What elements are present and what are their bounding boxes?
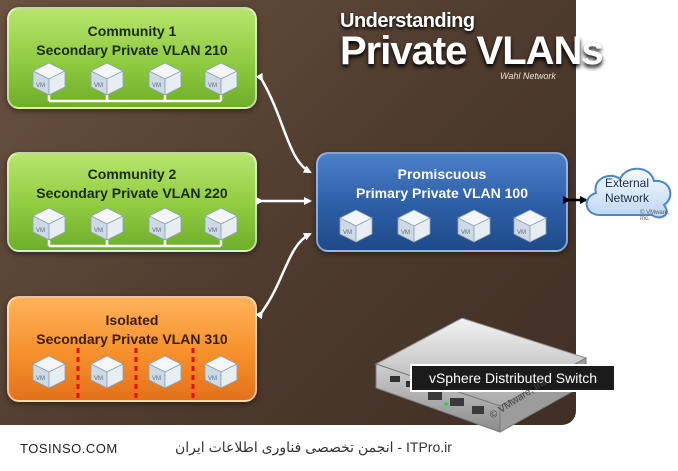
vm-icon: VM bbox=[204, 62, 238, 96]
vm-group-graphic: VM VM VM VM bbox=[32, 207, 238, 248]
vm-icon: VM bbox=[513, 209, 547, 243]
banner-credit: Wahl Network bbox=[500, 71, 556, 81]
external-line2: Network bbox=[604, 191, 649, 205]
vm-icon: VM bbox=[90, 355, 124, 389]
vm-icon: VM bbox=[204, 355, 238, 389]
external-line1: External bbox=[604, 176, 650, 190]
community-1-box: Community 1 Secondary Private VLAN 210 V… bbox=[7, 7, 257, 109]
vm-icon-label: VM bbox=[36, 376, 45, 382]
vm-icon-label: VM bbox=[208, 228, 217, 234]
banner-title-line1: Understanding bbox=[340, 10, 475, 32]
vm-bus-line bbox=[47, 238, 223, 248]
vm-icon: VM bbox=[457, 209, 491, 243]
vm-icon: VM bbox=[397, 209, 431, 243]
vm-icon-label: VM bbox=[343, 230, 352, 236]
vm-icon: VM bbox=[339, 209, 373, 243]
vm-icon-label: VM bbox=[208, 376, 217, 382]
cloud-icon bbox=[585, 167, 672, 219]
vm-icon-label: VM bbox=[94, 376, 103, 382]
vm-icon-label: VM bbox=[152, 376, 161, 382]
promiscuous-subtitle: Primary Private VLAN 100 bbox=[356, 185, 528, 201]
promiscuous-title: Promiscuous bbox=[397, 166, 487, 182]
vm-icon: VM bbox=[148, 355, 182, 389]
vm-group-graphic: VM VM VM VM bbox=[32, 348, 238, 398]
vm-icon-label: VM bbox=[94, 228, 103, 234]
vm-icon-label: VM bbox=[36, 228, 45, 234]
vm-icon: VM bbox=[204, 207, 238, 241]
vm-icon: VM bbox=[90, 62, 124, 96]
vm-icon-label: VM bbox=[208, 83, 217, 89]
community-1-title: Community 1 bbox=[87, 23, 177, 39]
vm-icon-label: VM bbox=[461, 230, 470, 236]
community-2-subtitle: Secondary Private VLAN 220 bbox=[36, 185, 228, 201]
vm-icon-label: VM bbox=[152, 228, 161, 234]
vm-icon: VM bbox=[148, 62, 182, 96]
vm-icon-label: VM bbox=[517, 230, 526, 236]
community-1-subtitle: Secondary Private VLAN 210 bbox=[36, 42, 228, 58]
vm-icon: VM bbox=[148, 207, 182, 241]
isolated-title: Isolated bbox=[105, 312, 159, 328]
isolated-subtitle: Secondary Private VLAN 310 bbox=[36, 331, 228, 347]
vm-icon-label: VM bbox=[401, 230, 410, 236]
banner-title-line2: Private VLANs bbox=[340, 29, 604, 73]
switch-label: vSphere Distributed Switch bbox=[410, 364, 616, 392]
vm-icon: VM bbox=[90, 207, 124, 241]
vm-group-graphic: VM VM VM VM bbox=[32, 62, 238, 103]
cloud-copyright: © VMware, Inc. bbox=[640, 210, 670, 222]
community-2-box: Community 2 Secondary Private VLAN 220 V… bbox=[7, 152, 257, 252]
vm-icon: VM bbox=[32, 62, 66, 96]
community-2-title: Community 2 bbox=[87, 166, 177, 182]
footer-forum: ITPro.ir - انجمن تخصصی فناوری اطلاعات ای… bbox=[175, 439, 452, 455]
vm-bus-line bbox=[47, 93, 223, 103]
vm-icon: VM bbox=[32, 355, 66, 389]
vm-icon-label: VM bbox=[152, 83, 161, 89]
vm-icon-label: VM bbox=[94, 83, 103, 89]
external-network-label: External Network bbox=[594, 176, 660, 206]
vm-group-graphic: VM VM VM VM bbox=[339, 209, 547, 243]
footer-site: TOSINSO.COM bbox=[20, 441, 118, 456]
vm-icon: VM bbox=[32, 207, 66, 241]
vm-icon-label: VM bbox=[36, 83, 45, 89]
